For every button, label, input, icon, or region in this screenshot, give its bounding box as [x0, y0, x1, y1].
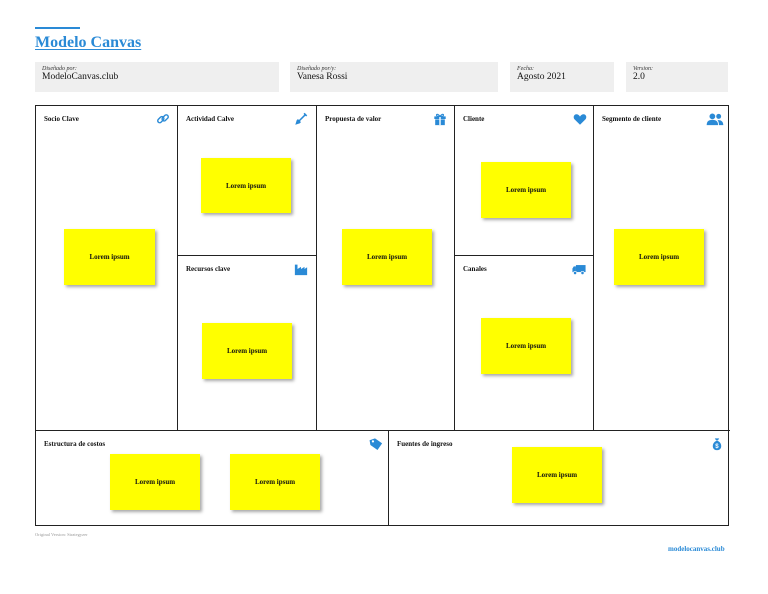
- block-propuesta-valor: Propuesta de valor Lorem ipsum: [316, 106, 454, 430]
- sticky-note[interactable]: Lorem ipsum: [614, 229, 704, 285]
- sticky-note[interactable]: Lorem ipsum: [64, 229, 155, 285]
- shovel-icon: [295, 112, 308, 125]
- link-icon: [157, 114, 169, 124]
- truck-icon: [572, 265, 586, 275]
- tag-icon: [369, 438, 383, 450]
- block-cliente-title: Cliente: [463, 115, 485, 123]
- business-model-canvas: Socio Clave Lorem ipsum Actividad Calve …: [35, 105, 730, 526]
- block-actividad-clave-title: Actividad Calve: [186, 115, 235, 123]
- sticky-note[interactable]: Lorem ipsum: [202, 323, 292, 379]
- meta-version-value: 2.0: [633, 72, 645, 82]
- block-segmento-cliente: Segmento de cliente Lorem ipsum: [593, 106, 730, 430]
- block-segmento-cliente-title: Segmento de cliente: [602, 115, 662, 123]
- block-socio-clave: Socio Clave Lorem ipsum: [36, 106, 177, 430]
- sticky-note[interactable]: Lorem ipsum: [342, 229, 432, 285]
- sticky-note[interactable]: Lorem ipsum: [201, 158, 291, 213]
- footer-credit: Original Version: Strategyzer: [35, 532, 88, 537]
- sticky-note[interactable]: Lorem ipsum: [481, 162, 571, 218]
- meta-date-value: Agosto 2021: [517, 72, 566, 82]
- block-cliente: Cliente Lorem ipsum: [454, 106, 593, 255]
- title-accent-bar: [35, 27, 80, 29]
- sticky-note[interactable]: Lorem ipsum: [110, 454, 200, 510]
- meta-designed-by-value: Vanesa Rossi: [297, 72, 348, 82]
- block-socio-clave-title: Socio Clave: [44, 115, 79, 123]
- block-recursos-clave: Recursos clave Lorem ipsum: [177, 255, 316, 430]
- block-estructura-costos: Estructura de costos Lorem ipsum Lorem i…: [36, 430, 388, 525]
- meta-date[interactable]: Fecha: Agosto 2021: [510, 62, 614, 92]
- meta-designed-by-label: Diseñado por/y:: [297, 66, 337, 72]
- block-fuentes-ingreso: Fuentes de ingreso $ Lorem ipsum: [388, 430, 730, 525]
- heart-icon: [573, 114, 587, 125]
- block-propuesta-valor-title: Propuesta de valor: [325, 115, 382, 123]
- block-fuentes-ingreso-title: Fuentes de ingreso: [397, 440, 453, 448]
- svg-text:$: $: [715, 443, 719, 450]
- block-recursos-clave-title: Recursos clave: [186, 265, 231, 273]
- meta-designed-for-label: Diseñado por:: [42, 66, 77, 72]
- block-actividad-clave: Actividad Calve Lorem ipsum: [177, 106, 316, 255]
- factory-icon: [294, 264, 308, 276]
- users-icon: [706, 113, 724, 126]
- money-bag-icon: $: [712, 438, 722, 450]
- meta-version-label: Version:: [633, 66, 653, 72]
- block-canales: Canales Lorem ipsum: [454, 255, 593, 430]
- meta-designed-by[interactable]: Diseñado por/y: Vanesa Rossi: [290, 62, 498, 92]
- block-estructura-costos-title: Estructura de costos: [44, 440, 106, 448]
- meta-designed-for-value: ModeloCanvas.club: [42, 72, 119, 82]
- sticky-note[interactable]: Lorem ipsum: [481, 318, 571, 374]
- footer-site-link[interactable]: modelocanvas.club: [668, 545, 725, 553]
- block-canales-title: Canales: [463, 265, 487, 273]
- page-title: Modelo Canvas: [35, 34, 142, 51]
- meta-date-label: Fecha:: [517, 66, 534, 72]
- meta-designed-for[interactable]: Diseñado por: ModeloCanvas.club: [35, 62, 279, 92]
- gift-icon: [434, 113, 446, 126]
- meta-version[interactable]: Version: 2.0: [626, 62, 728, 92]
- sticky-note[interactable]: Lorem ipsum: [230, 454, 320, 510]
- sticky-note[interactable]: Lorem ipsum: [512, 447, 602, 503]
